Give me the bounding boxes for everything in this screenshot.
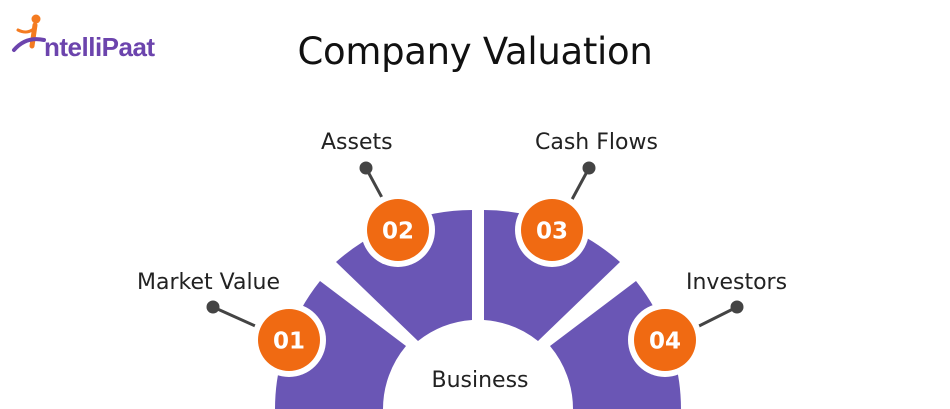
segment-label-cash-flows: Cash Flows [535, 130, 658, 155]
logo-text: ntelliPaat [44, 32, 155, 62]
connector-04 [691, 305, 739, 331]
connector-dot-02 [359, 161, 373, 175]
logo-figure-icon [12, 14, 46, 52]
segment-label-investors: Investors [686, 270, 788, 295]
page-title: Company Valuation [297, 30, 653, 73]
badge-04: 04 [628, 303, 702, 377]
badge-01: 01 [252, 303, 326, 377]
center-label-business: Business [431, 368, 529, 393]
connector-03 [567, 166, 591, 207]
badge-number-03: 03 [536, 219, 568, 245]
badge-02: 02 [361, 193, 435, 267]
connector-dot-04 [730, 300, 744, 314]
badge-number-02: 02 [382, 219, 414, 245]
badge-number-01: 01 [273, 329, 305, 355]
segment-label-market-value: Market Value [137, 270, 281, 295]
intellipaat-logo: ntelliPaat [8, 10, 158, 62]
connector-01 [211, 305, 264, 331]
badge-number-04: 04 [649, 329, 681, 355]
segment-label-assets: Assets [321, 130, 393, 155]
badge-03: 03 [515, 193, 589, 267]
connector-dot-01 [206, 300, 220, 314]
connector-dot-03 [582, 161, 596, 175]
